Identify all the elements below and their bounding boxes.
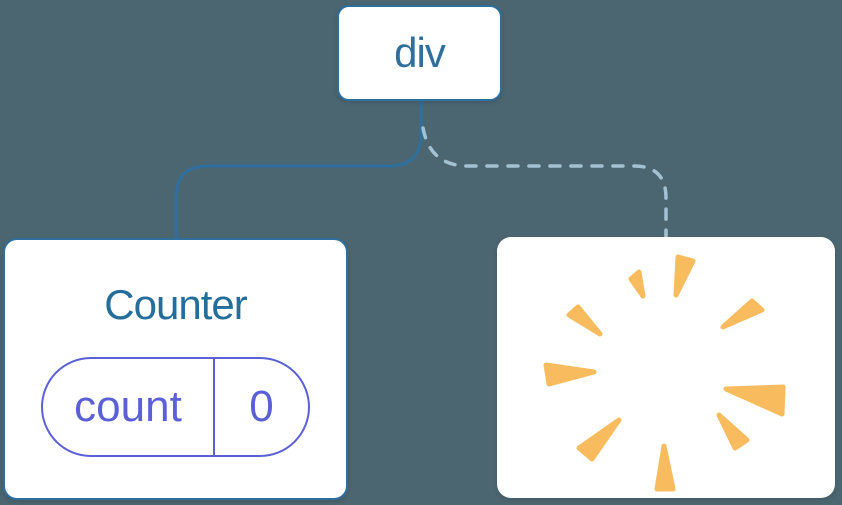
counter-card: Counter count 0 [3,238,348,500]
root-node-label: div [394,29,446,76]
state-value-label: 0 [249,382,274,431]
starburst-ray [628,269,646,299]
starburst-ray [566,304,603,337]
starburst-ray [716,412,750,451]
solid-edge [174,101,423,239]
starburst-ray [673,254,696,298]
dashed-edge [421,126,668,240]
starburst-ray [654,443,676,492]
starburst-icon [543,254,786,492]
state-key-cell: count [43,359,215,455]
starburst-ray [576,417,622,462]
starburst-ray [723,384,786,417]
counter-title: Counter [104,281,247,328]
removed-card [497,237,835,498]
starburst-ray [720,298,765,330]
starburst-ray [543,362,597,387]
root-node: div [337,5,502,101]
state-value-cell: 0 [215,359,308,455]
state-pill: count 0 [41,357,310,457]
state-key-label: count [74,382,182,431]
